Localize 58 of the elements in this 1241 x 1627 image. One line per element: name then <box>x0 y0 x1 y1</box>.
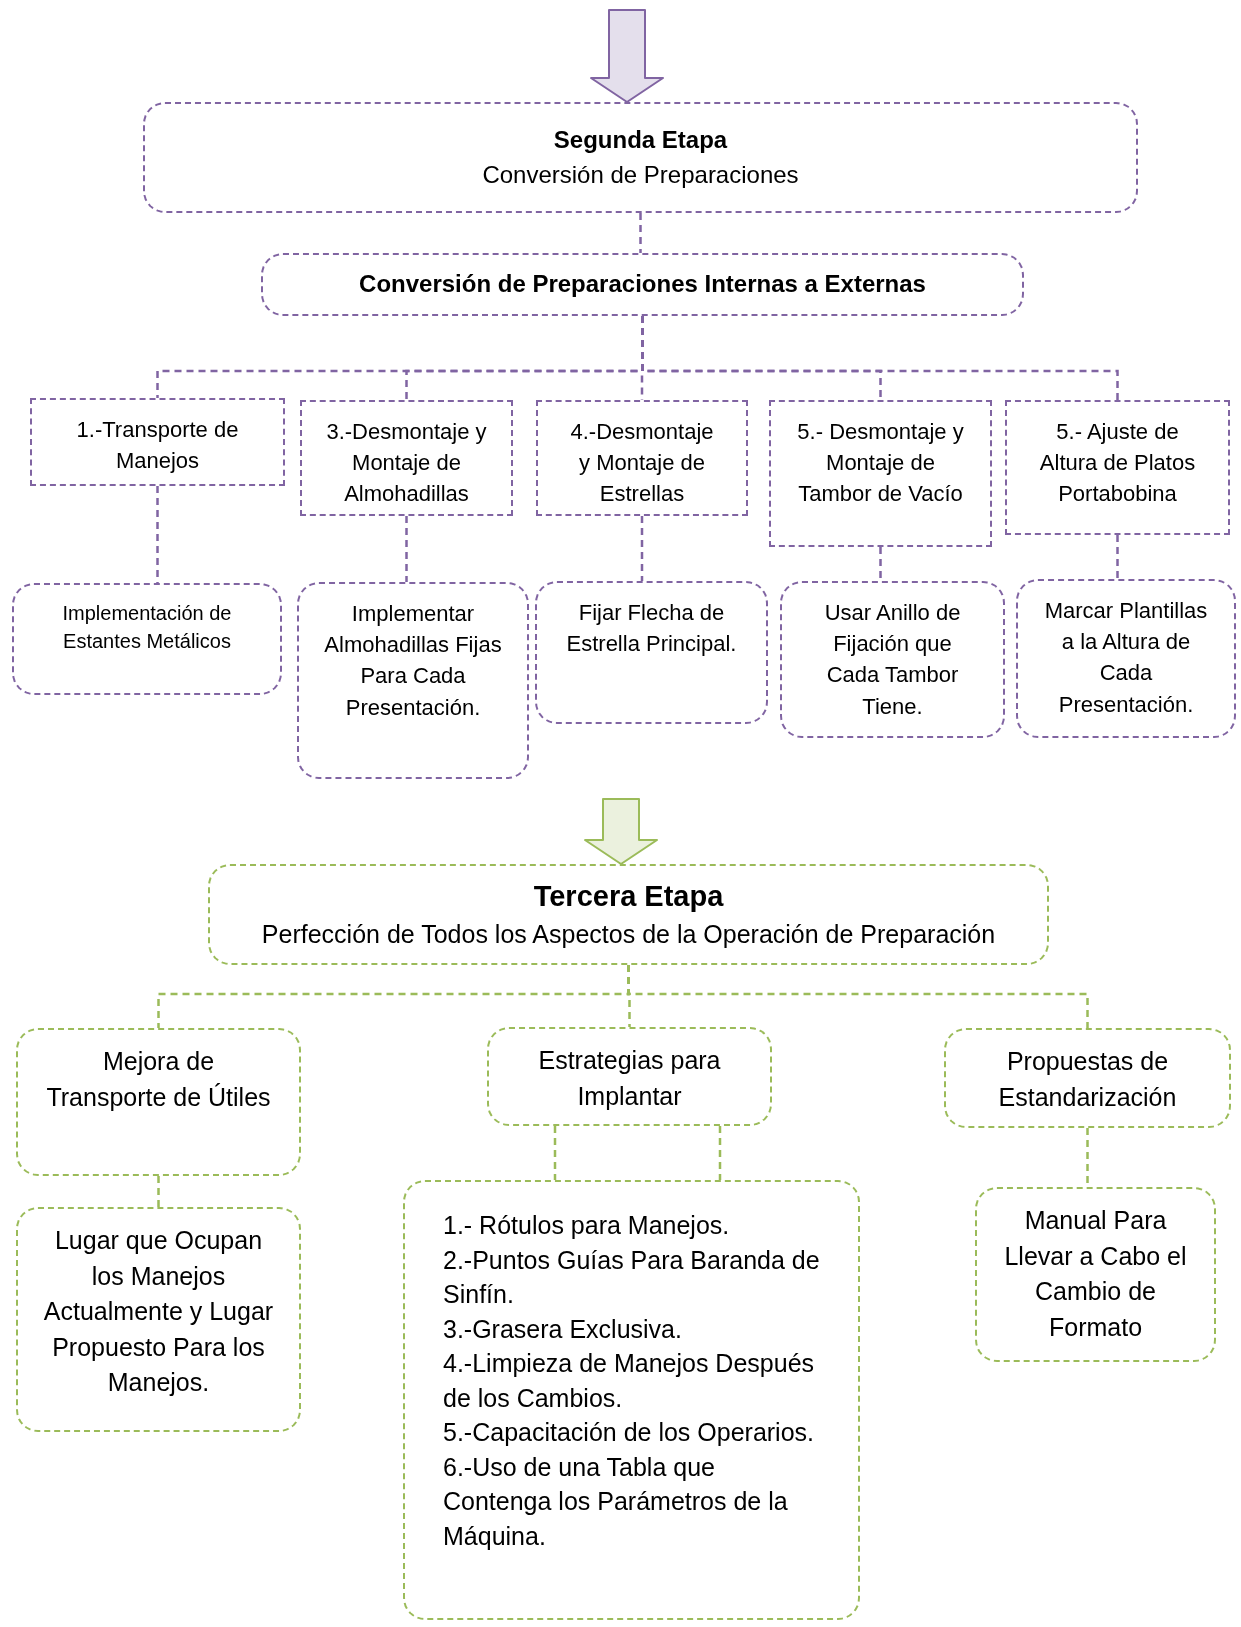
connector-line <box>1116 535 1119 579</box>
text-box <box>975 1187 1216 1362</box>
connector-line <box>718 1126 722 1180</box>
connector-line <box>553 1126 557 1180</box>
text-box <box>1005 400 1230 535</box>
node-text: Mejora de Transporte de Útiles <box>45 1046 272 1113</box>
node-text: Propuestas de Estandarización <box>997 1046 1178 1113</box>
node-title: Segunda Etapa <box>553 125 728 156</box>
node-text: Fijar Flecha de Estrella Principal. <box>565 599 738 659</box>
node-text: Implementar Almohadillas Fijas Para Cada Presentación. <box>323 600 503 722</box>
text-box <box>143 102 1138 213</box>
node-text: Usar Anillo de Fijación que Cada Tambor Tiene. <box>823 599 962 721</box>
text-box <box>30 398 285 486</box>
connector-line <box>640 516 644 581</box>
text-box <box>535 581 768 724</box>
list-item: 1.- Rótulos para Manejos. <box>443 1210 730 1241</box>
connector-line <box>627 965 1089 1028</box>
text-box <box>944 1028 1231 1128</box>
text-box <box>1016 579 1236 738</box>
node-text: 3.-Desmontaje y Montaje de Almohadillas <box>326 418 487 509</box>
node-text: Estrategias para Implantar <box>537 1045 722 1112</box>
text-box <box>780 581 1005 738</box>
node-text: 1.-Transporte de Manejos <box>75 416 240 476</box>
list-item: 5.-Capacitación de los Operarios. <box>443 1417 815 1448</box>
block-arrow <box>590 9 664 103</box>
node-text: 5.- Ajuste de Altura de Platos Portabobina <box>1038 418 1197 509</box>
text-box <box>16 1028 301 1176</box>
text-box <box>769 400 992 547</box>
list-item: 4.-Limpieza de Manejos Después de los Cambios. <box>443 1348 816 1414</box>
text-box <box>300 400 513 516</box>
node-text: Perfección de Todos los Aspectos de la Operación de Preparación <box>261 919 996 951</box>
node-text: Manual Para Llevar a Cabo el Cambio de Formato <box>1003 1205 1188 1343</box>
text-box <box>16 1207 301 1432</box>
list-box <box>403 1180 860 1620</box>
block-arrow <box>584 798 658 865</box>
list-item: 3.-Grasera Exclusiva. <box>443 1313 682 1345</box>
text-box <box>261 253 1024 316</box>
node-text: Implementación de Estantes Metálicos <box>61 601 233 655</box>
list-item: 2.-Puntos Guías Para Baranda de Sinfín. <box>443 1244 821 1310</box>
connector-line <box>157 1176 160 1207</box>
connector-line <box>405 516 408 582</box>
connector-line <box>641 316 1119 400</box>
node-title: Conversión de Preparaciones Internas a Externas <box>359 269 926 300</box>
text-box <box>487 1027 772 1126</box>
text-box <box>297 582 529 779</box>
node-text: Conversión de Preparaciones <box>482 159 799 190</box>
node-text: 5.- Desmontaje y Montaje de Tambor de Vacío <box>796 418 965 509</box>
text-box <box>12 583 282 695</box>
node-text: Marcar Plantillas a la Altura de Cada Presentación. <box>1043 597 1209 719</box>
list-item: 6.-Uso de una Tabla que Contenga los Parámetros de la Máquina. <box>443 1451 789 1552</box>
text-box <box>536 400 748 516</box>
node-text: Lugar que Ocupan los Manejos Actualmente y Lugar Propuesto Para los Manejos. <box>42 1225 275 1398</box>
node-title: Tercera Etapa <box>533 879 724 915</box>
connector-line <box>639 213 642 253</box>
connector-line <box>879 547 882 581</box>
connector-line <box>156 486 159 583</box>
node-text: 4.-Desmontaje y Montaje de Estrellas <box>569 418 715 509</box>
text-box <box>208 864 1049 965</box>
